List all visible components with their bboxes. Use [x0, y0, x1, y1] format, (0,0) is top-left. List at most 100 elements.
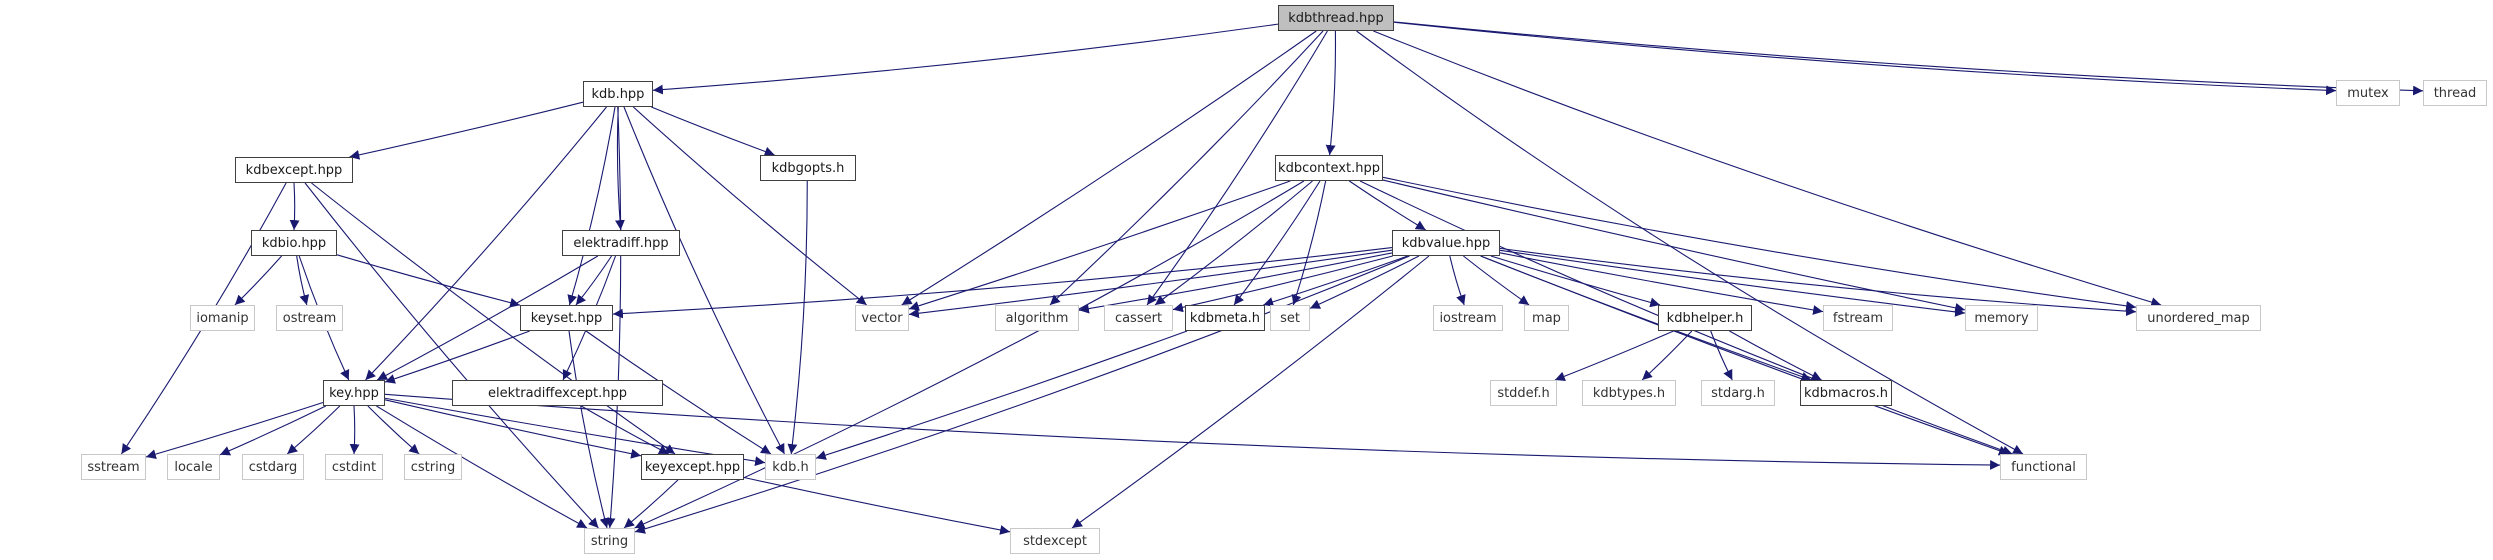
edge-kdbio-to-ostream [296, 255, 310, 306]
graph-node-stddef: stddef.h [1490, 380, 1557, 406]
edge-kdbthread-to-cassert [1146, 30, 1328, 306]
graph-node-set: set [1270, 305, 1310, 331]
edge-kdbexcept-to-keyexcept [311, 182, 676, 455]
graph-node-fstream: fstream [1823, 305, 1893, 331]
graph-node-elektradiffexcept[interactable]: elektradiffexcept.hpp [452, 380, 663, 406]
edge-kdbcontext-to-kdbvalue [1348, 180, 1427, 231]
edge-elektradiff-to-keyset [575, 255, 613, 306]
graph-node-mutex: mutex [2336, 80, 2400, 106]
edge-kdbcontext-to-string [634, 180, 1305, 529]
graph-node-ostream: ostream [276, 305, 343, 331]
edge-kdbthread-to-algorithm [1049, 30, 1324, 306]
edge-keyset-to-string [568, 330, 610, 529]
edge-kdbcontext-to-cassert [1154, 180, 1313, 306]
edge-key-to-cstring [367, 405, 420, 455]
edge-kdbmeta-to-kdb-h [815, 330, 1188, 460]
edge-key-to-sstream [145, 402, 324, 459]
edge-kdbgopts-to-kdb-h [787, 180, 808, 455]
graph-node-kdbvalue[interactable]: kdbvalue.hpp [1392, 230, 1500, 256]
edge-kdbvalue-to-stdexcept [1071, 255, 1430, 529]
edge-kdbvalue-to-iostream [1449, 255, 1466, 306]
graph-node-locale: locale [167, 454, 220, 480]
graph-node-cassert: cassert [1104, 305, 1173, 331]
graph-node-kdb-hpp[interactable]: kdb.hpp [583, 81, 653, 107]
graph-node-kdbmacros[interactable]: kdbmacros.h [1800, 380, 1892, 406]
edge-kdbthread-to-mutex [1393, 21, 2337, 96]
edge-keyexcept-to-stdexcept [743, 476, 1011, 535]
graph-node-functional: functional [2000, 454, 2087, 480]
edge-kdbhelper-to-kdbmacros [1729, 330, 1822, 381]
edge-kdbvalue-to-functional [1480, 255, 2010, 456]
graph-node-algorithm: algorithm [995, 305, 1079, 331]
graph-node-thread: thread [2423, 80, 2487, 106]
edge-elektradiff-to-key [376, 255, 599, 381]
edge-kdbvalue-to-vector [908, 249, 1393, 319]
edge-kdbcontext-to-unordered-map [1382, 176, 2137, 311]
edge-kdbhelper-to-stdarg [1710, 330, 1733, 381]
graph-node-kdbmeta[interactable]: kdbmeta.h [1185, 305, 1265, 331]
edge-kdb-hpp-to-kdb-h [623, 106, 785, 455]
edge-kdbthread-to-thread [1393, 21, 2424, 96]
graph-node-key[interactable]: key.hpp [323, 380, 385, 406]
edge-kdbio-to-iomanip [234, 255, 283, 306]
edge-key-to-cstdint [349, 405, 360, 455]
edge-kdbthread-to-functional [1356, 30, 2024, 455]
graph-node-sstream: sstream [81, 454, 146, 480]
graph-node-kdbthread[interactable]: kdbthread.hpp [1278, 5, 1394, 31]
graph-node-kdbio[interactable]: kdbio.hpp [251, 230, 337, 256]
graph-node-keyexcept[interactable]: keyexcept.hpp [641, 454, 744, 480]
edge-kdbvalue-to-memory [1499, 249, 1966, 317]
graph-node-unordered-map: unordered_map [2136, 305, 2261, 331]
edge-kdbvalue-to-keyset [612, 247, 1393, 319]
graph-node-kdbcontext[interactable]: kdbcontext.hpp [1275, 155, 1383, 181]
edge-kdbvalue-to-fstream [1499, 252, 1824, 315]
edge-key-to-cstdarg [286, 405, 341, 455]
edge-key-to-keyexcept [384, 399, 642, 459]
edge-kdbcontext-to-set [1291, 180, 1327, 306]
graph-node-memory: memory [1965, 305, 2038, 331]
edge-kdbvalue-to-unordered-map [1499, 247, 2137, 317]
edge-key-to-string [376, 405, 588, 529]
edge-kdbvalue-to-kdbhelper [1490, 255, 1661, 308]
graph-node-kdbtypes: kdbtypes.h [1582, 380, 1676, 406]
edge-kdbio-to-keyset [336, 254, 521, 308]
edge-kdb-hpp-to-kdbgopts [651, 106, 775, 157]
edge-keyset-to-key [384, 330, 530, 384]
edge-kdbcontext-to-kdbmeta [1233, 180, 1321, 306]
edge-kdbvalue-to-kdbmeta [1263, 255, 1408, 307]
edge-kdb-hpp-to-keyset [567, 106, 616, 306]
graph-node-kdbhelper[interactable]: kdbhelper.h [1658, 305, 1752, 331]
graph-node-cstdint: cstdint [325, 454, 383, 480]
graph-node-kdbexcept[interactable]: kdbexcept.hpp [235, 157, 353, 183]
edge-kdbvalue-to-algorithm [1078, 252, 1393, 314]
graph-node-elektradiff[interactable]: elektradiff.hpp [562, 230, 680, 256]
edge-kdbvalue-to-set [1309, 255, 1420, 309]
edge-elektradiffexcept-to-keyexcept [580, 405, 670, 455]
graph-node-keyset[interactable]: keyset.hpp [520, 305, 613, 331]
edge-kdbvalue-to-map [1463, 255, 1530, 306]
edge-kdbcontext-to-vector [908, 180, 1291, 311]
graph-node-cstring: cstring [404, 454, 462, 480]
graph-node-string: string [584, 528, 635, 554]
edge-kdbthread-to-vector [901, 30, 1317, 306]
edge-keyset-to-kdb-h [585, 330, 772, 455]
graph-node-kdbgopts[interactable]: kdbgopts.h [760, 155, 856, 181]
edge-kdbvalue-to-string [634, 255, 1410, 534]
graph-node-vector: vector [855, 305, 909, 331]
edge-kdbhelper-to-stddef [1554, 330, 1674, 381]
edge-kdbexcept-to-string [304, 182, 599, 529]
edge-kdbthread-to-unordered-map [1373, 30, 2162, 307]
edge-kdbhelper-to-kdbtypes [1641, 330, 1693, 381]
edge-kdbexcept-to-kdbio [289, 182, 300, 231]
edge-kdbthread-to-kdb-hpp [652, 23, 1279, 95]
graph-node-cstdarg: cstdarg [242, 454, 304, 480]
graph-node-iostream: iostream [1433, 305, 1503, 331]
edge-kdbthread-to-kdbcontext [1325, 30, 1337, 156]
edge-kdb-hpp-to-key [365, 106, 607, 381]
edge-keyexcept-to-string [623, 479, 679, 529]
graph-node-stdexcept: stdexcept [1010, 528, 1100, 554]
edge-kdb-hpp-to-vector [632, 106, 868, 306]
edge-key-to-locale [219, 405, 327, 456]
